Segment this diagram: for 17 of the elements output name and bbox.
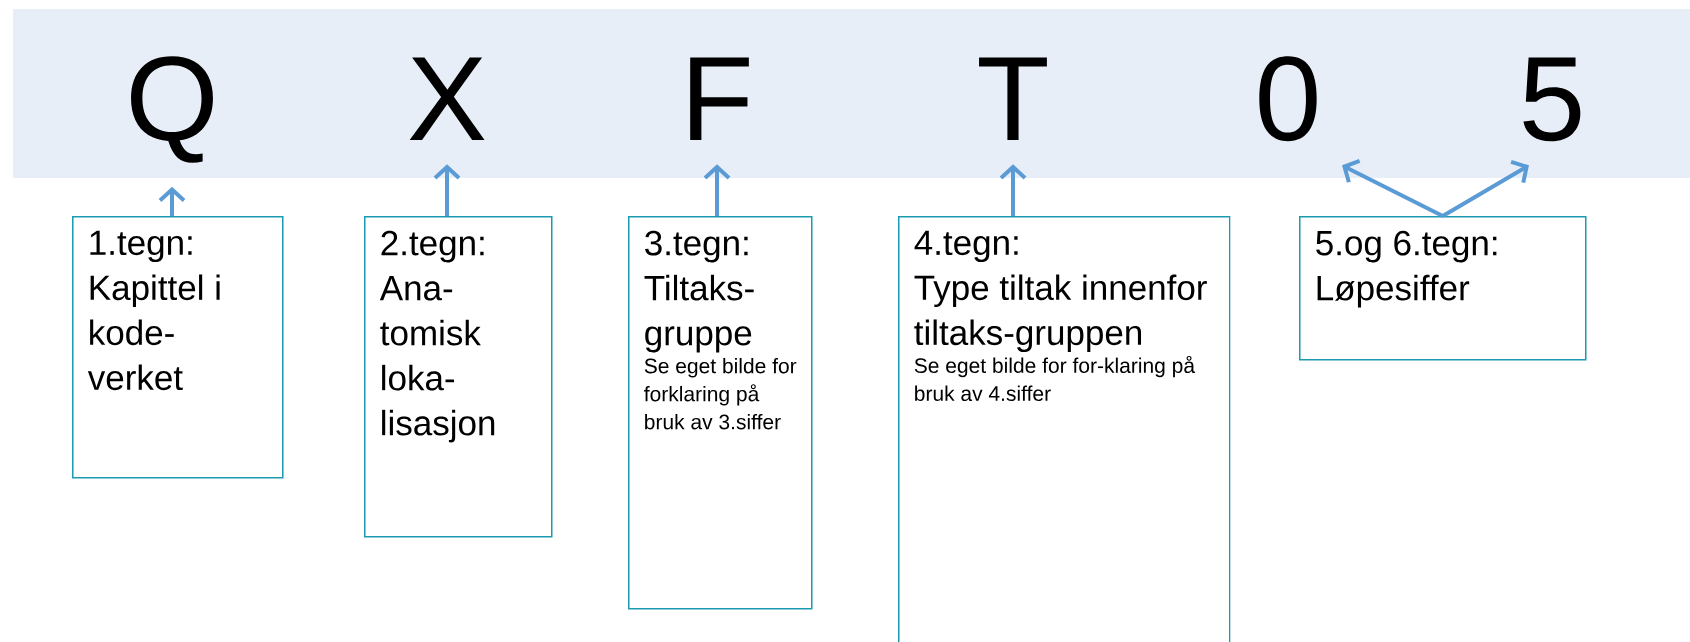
code-letter: Q — [131, 56, 213, 163]
code-letter: 5 — [1523, 57, 1581, 142]
arrow — [433, 164, 461, 216]
description-box: 2.tegn: Ana-tomisk loka-lisasjon — [364, 216, 553, 538]
code-letter: T — [979, 57, 1047, 140]
code-letter: X — [409, 57, 485, 140]
arrow — [1342, 158, 1444, 218]
arrow — [158, 186, 186, 216]
arrow — [999, 164, 1027, 216]
description-box: 1.tegn: Kapittel i kode-verket — [72, 216, 284, 479]
description-box: 5.og 6.tegn: Løpesiffer — [1299, 216, 1587, 361]
arrow — [1441, 160, 1529, 218]
code-letter: 0 — [1259, 56, 1317, 142]
code-letter: F — [690, 57, 749, 140]
description-box: 3.tegn: Tiltaks-gruppe Se eget bilde for forklaring på bruk av 3.siffer — [628, 216, 813, 610]
description-box: 4.tegn: Type tiltak innenfor tiltaks-gruppen Se eget bilde for for-klaring på bruk av 4.siffer — [898, 216, 1231, 642]
arrow — [703, 164, 731, 216]
